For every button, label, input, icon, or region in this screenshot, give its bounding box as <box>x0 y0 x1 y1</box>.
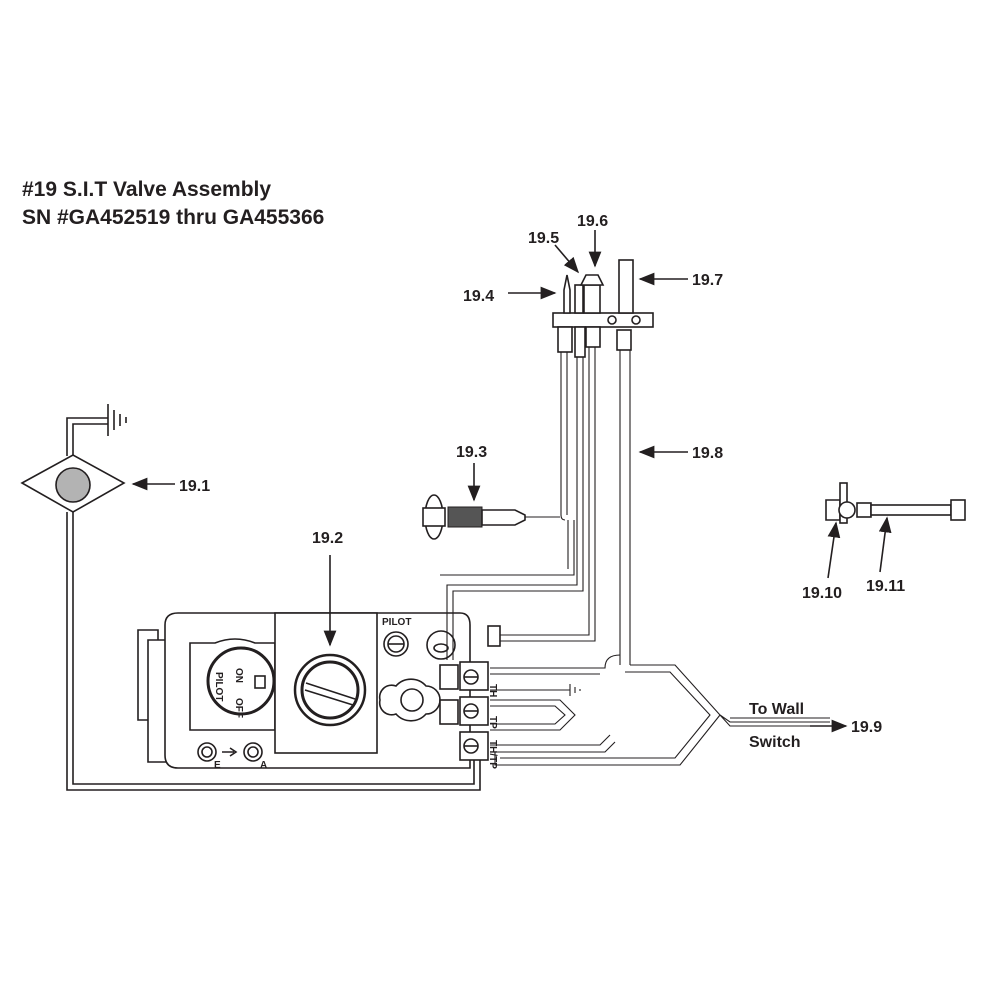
callout-19-4: 19.4 <box>463 288 494 305</box>
knob-on-label: ON <box>233 668 244 683</box>
to-wall-label: To Wall <box>749 701 804 718</box>
part-19-3-igniter <box>422 494 560 540</box>
part-19-1-switch <box>20 404 481 791</box>
callout-19-3: 19.3 <box>456 444 487 461</box>
knob-off-label: OFF <box>233 698 244 718</box>
callout-19-7: 19.7 <box>692 272 723 289</box>
part-19-10-19-11-fitting <box>825 482 966 524</box>
switch-label: Switch <box>749 734 801 751</box>
part-19-2-gas-valve <box>137 612 501 769</box>
terminal-tp-label: TP <box>487 716 498 729</box>
diagram-title-line1: #19 S.I.T Valve Assembly <box>22 178 272 201</box>
port-a-label: A <box>260 760 267 771</box>
callout-19-10: 19.10 <box>802 585 842 602</box>
terminal-thtp-label: TH/TP <box>487 740 498 769</box>
callout-19-2: 19.2 <box>312 530 343 547</box>
valve-pilot-label: PILOT <box>382 617 411 628</box>
terminal-th-label: TH <box>487 684 498 697</box>
callout-19-8: 19.8 <box>692 445 723 462</box>
callout-19-9: 19.9 <box>851 719 882 736</box>
callout-19-5: 19.5 <box>528 230 559 247</box>
diagram-title-line2: SN #GA452519 thru GA455366 <box>22 206 325 229</box>
pilot-tubing-and-wires <box>440 347 830 766</box>
port-e-label: E <box>214 760 221 771</box>
knob-pilot-label: PILOT <box>213 672 224 701</box>
pilot-assembly <box>552 259 654 358</box>
callout-19-1: 19.1 <box>179 478 210 495</box>
callout-19-11: 19.11 <box>866 578 905 595</box>
callout-19-6: 19.6 <box>577 213 608 230</box>
